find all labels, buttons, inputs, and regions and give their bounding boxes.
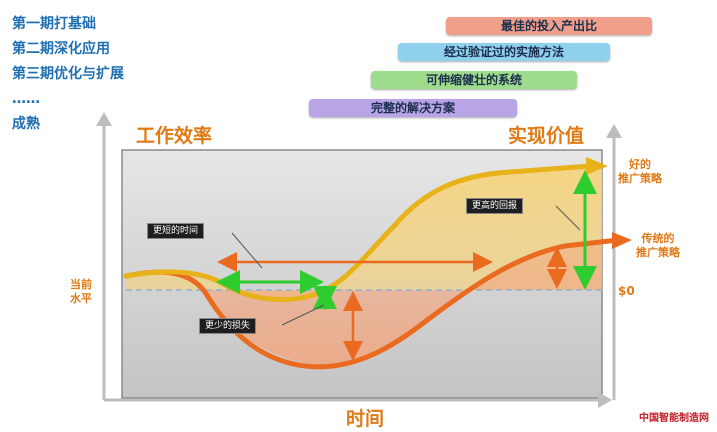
phase-2: 第二期深化应用: [12, 41, 110, 57]
phase-ellipsis: ……: [12, 91, 40, 107]
pill-scalable-system: 可伸缩健壮的系统: [371, 71, 577, 89]
pill-best-roi: 最佳的投入产出比: [446, 17, 652, 35]
traditional-strategy-curve: [123, 237, 621, 370]
y-axis-left-arrow: [96, 112, 112, 126]
phase-1: 第一期打基础: [12, 16, 96, 32]
less-loss-label: 更少的损失: [199, 318, 257, 334]
current-level-text: 当前 水平: [70, 278, 92, 305]
good-strategy-label: 好的 推广策略: [618, 158, 662, 186]
y-axis-right-title: 实现价值: [508, 125, 585, 147]
higher-return-label: 更高的回报: [466, 198, 524, 214]
good-strategy-text: 好的 推广策略: [618, 158, 662, 185]
shorter-time-label: 更短的时间: [147, 223, 205, 239]
phase-list: 第一期打基础 第二期深化应用 第三期优化与扩展 …… 成熟: [12, 12, 124, 137]
site-logo: 中国智能制造网: [639, 413, 709, 424]
current-level-label: 当前 水平: [70, 278, 92, 306]
pill-complete-solution: 完整的解决方案: [309, 99, 517, 117]
phase-mature: 成熟: [12, 116, 40, 132]
traditional-curve-arrowhead: [612, 232, 632, 249]
phase-3: 第三期优化与扩展: [12, 66, 124, 82]
leader-shorter-time: [231, 232, 263, 269]
pill-proven-method: 经过验证过的实施方法: [398, 43, 610, 61]
y-axis-left-title: 工作效率: [136, 125, 213, 147]
traditional-strategy-label: 传统的 推广策略: [636, 232, 680, 260]
leader-higher-return: [555, 205, 581, 231]
leader-less-loss: [281, 304, 325, 326]
x-axis-title: 时间: [346, 408, 385, 430]
zero-label: $0: [618, 284, 635, 298]
y-axis-right-arrow: [606, 124, 622, 138]
x-axis-arrow: [598, 392, 612, 408]
traditional-strategy-text: 传统的 推广策略: [636, 232, 680, 259]
